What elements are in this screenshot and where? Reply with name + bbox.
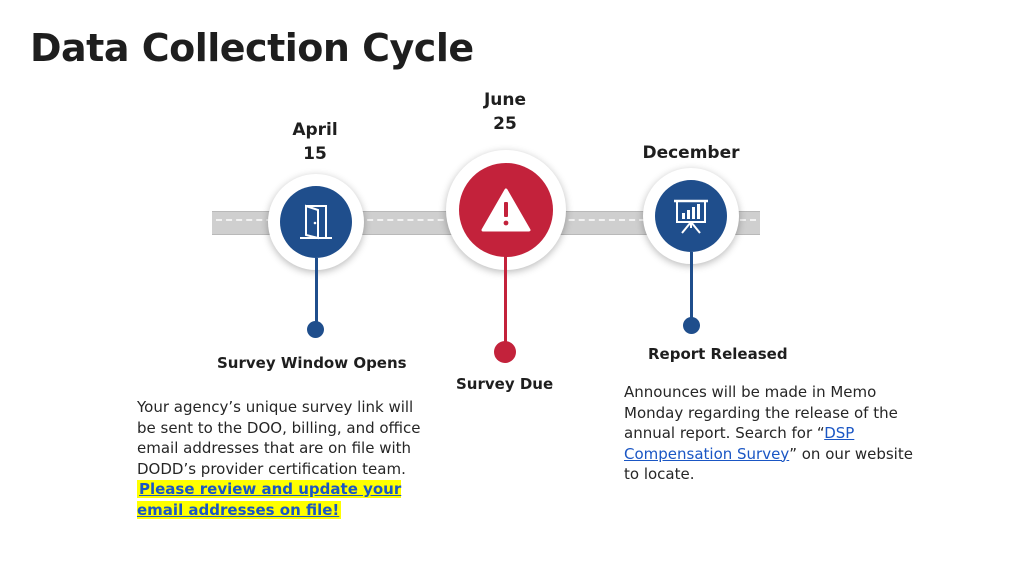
milestone-date-month: April — [292, 120, 338, 140]
milestone-dot-december — [683, 317, 700, 334]
description-text-start: Announces will be made in Memo Monday re… — [624, 383, 898, 442]
milestone-disc-april — [280, 186, 352, 258]
milestone-label-report-released: Report Released — [648, 345, 788, 363]
milestone-disc-december — [655, 180, 727, 252]
open-door-icon — [300, 204, 332, 240]
warning-icon — [481, 188, 531, 232]
milestone-stem-april — [315, 258, 318, 324]
milestone-date-april: April 15 — [275, 118, 355, 166]
milestone-stem-december — [690, 252, 693, 320]
milestone-date-day: 15 — [303, 144, 327, 164]
milestone-label-survey-due: Survey Due — [456, 375, 554, 393]
milestone-dot-june — [494, 341, 516, 363]
milestone-date-day: 25 — [493, 114, 517, 134]
milestone-date-december: December — [636, 141, 746, 165]
milestone-stem-june — [504, 256, 507, 346]
milestone-description-april: Your agency’s unique survey link will be… — [137, 397, 433, 520]
presentation-chart-icon — [674, 199, 708, 234]
milestone-dot-april — [307, 321, 324, 338]
description-text: Your agency’s unique survey link will be… — [137, 398, 421, 478]
highlighted-reminder: Please review and update your email addr… — [137, 480, 402, 519]
description-text-end: ” on our website to locate. — [624, 444, 913, 484]
page-title: Data Collection Cycle — [30, 26, 474, 70]
dsp-compensation-survey-link[interactable]: DSP Compensation Survey — [624, 424, 855, 463]
milestone-label-survey-window-opens: Survey Window Opens — [217, 354, 407, 372]
milestone-disc-june — [459, 163, 553, 257]
milestone-date-month: December — [642, 143, 740, 163]
milestone-date-june: June 25 — [465, 88, 545, 136]
milestone-description-december: Announces will be made in Memo Monday re… — [624, 382, 920, 485]
milestone-date-month: June — [483, 90, 527, 110]
